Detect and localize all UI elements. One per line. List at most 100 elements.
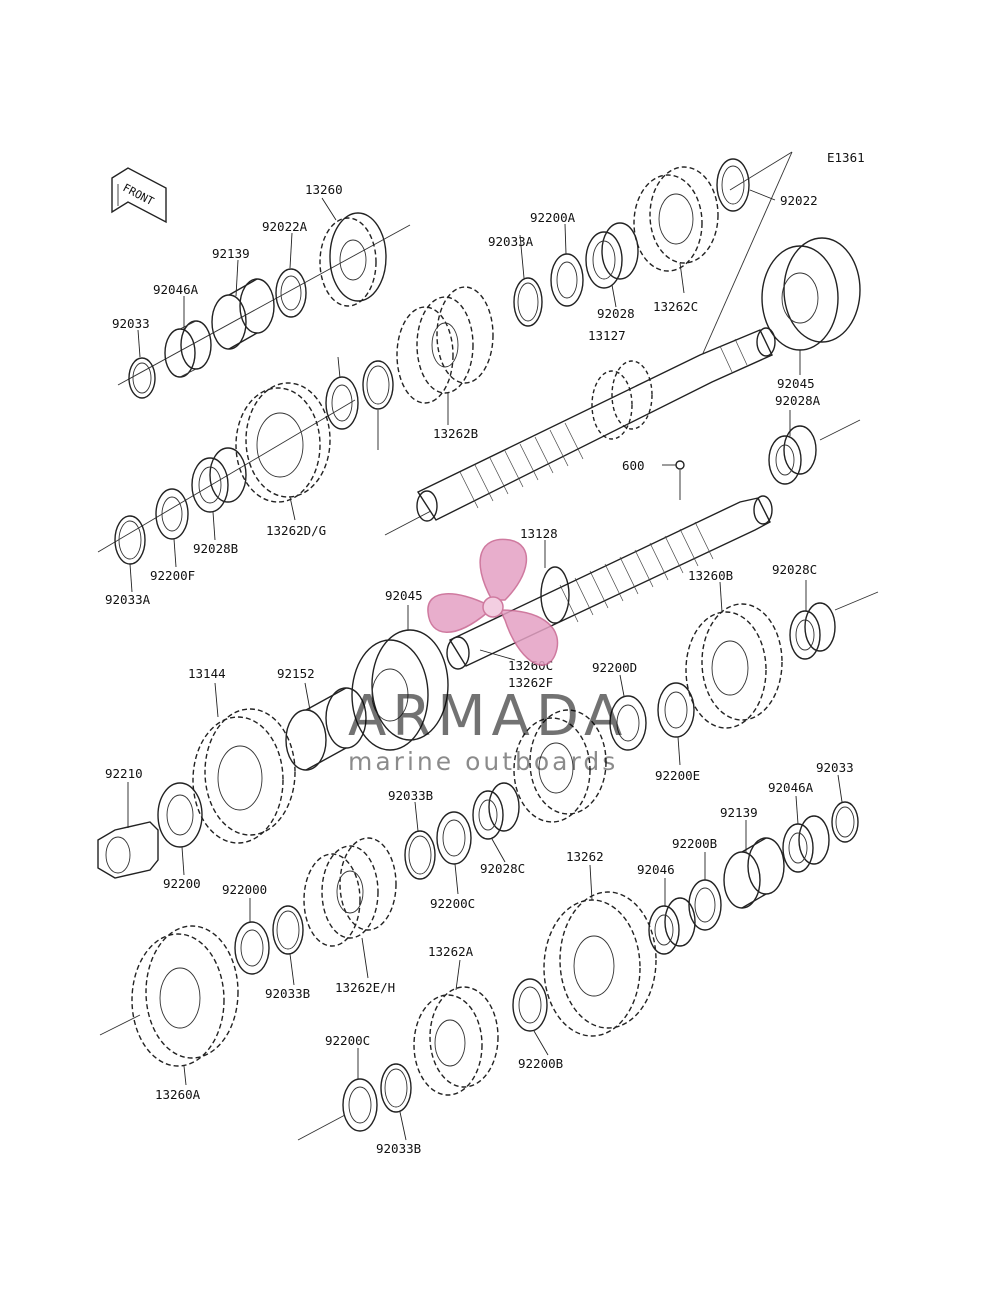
gear-13262B <box>396 286 494 404</box>
washer-922000 <box>234 921 270 975</box>
label-92200E: 92200E <box>655 768 700 783</box>
leader-lines <box>127 189 843 1141</box>
bushing-92028 <box>585 222 639 289</box>
label-13260: 13260 <box>305 182 343 197</box>
label-92200C-upper: 92200C <box>430 896 475 911</box>
gear-13260C-13262F <box>513 709 607 823</box>
gear-13262E-H <box>303 837 397 947</box>
label-13262C: 13262C <box>653 299 698 314</box>
label-92200F: 92200F <box>150 568 195 583</box>
label-92045-lower: 92045 <box>385 588 423 603</box>
washer-92022 <box>716 158 750 212</box>
bolt-600 <box>675 460 685 470</box>
needle-bearing-92028B <box>191 447 247 513</box>
label-92046A: 92046A <box>153 282 199 297</box>
label-13262A: 13262A <box>428 944 474 959</box>
label-92033B-middle: 92033B <box>265 986 310 1001</box>
label-92033A-lower: 92033A <box>105 592 151 607</box>
label-922000: 922000 <box>222 882 267 897</box>
needle-bearing-92046 <box>648 897 696 955</box>
gear-13260 <box>319 212 387 307</box>
diagram-code: E1361 <box>827 150 865 165</box>
label-13144: 13144 <box>188 666 226 681</box>
label-13260B: 13260B <box>688 568 733 583</box>
label-600: 600 <box>622 458 645 473</box>
nut-92210 <box>97 821 159 879</box>
label-92028: 92028 <box>597 306 635 321</box>
label-92200D: 92200D <box>592 660 637 675</box>
watermark-tagline: marine outboards <box>348 747 618 776</box>
label-92028B: 92028B <box>193 541 238 556</box>
label-92022: 92022 <box>780 193 818 208</box>
circlip-92033B-middle <box>272 905 304 955</box>
washer-92200 <box>157 782 203 848</box>
label-13262B: 13262B <box>433 426 478 441</box>
collar-92152 <box>285 687 367 771</box>
label-92033A-upper: 92033A <box>488 234 534 249</box>
label-92200C-lower: 92200C <box>325 1033 370 1048</box>
washer-92200D <box>609 695 647 751</box>
gear-13144 <box>192 708 296 844</box>
label-92200B-right: 92200B <box>672 836 717 851</box>
washer-92200F <box>155 488 189 540</box>
gear-13260A <box>131 925 239 1067</box>
label-92028A: 92028A <box>775 393 821 408</box>
circlip-92033A-upper <box>513 277 543 327</box>
washer-92200A-upper <box>550 253 584 307</box>
label-92033-right: 92033 <box>816 760 854 775</box>
part-labels: 13260 92022A 92139 92046A 92033 92200A 9… <box>105 182 854 1156</box>
label-92200B-lower: 92200B <box>518 1056 563 1071</box>
needle-bearing-92046A-right <box>782 815 830 873</box>
gear-13260B <box>685 603 783 729</box>
watermark: ARMADA marine outboards <box>348 538 628 776</box>
label-92152: 92152 <box>277 666 315 681</box>
label-92139-right: 92139 <box>720 805 758 820</box>
circlip-92033A-middle <box>362 360 394 410</box>
gear-13262C <box>633 166 719 272</box>
label-92028C-upper: 92028C <box>772 562 817 577</box>
ball-bearing-92045-lower <box>351 629 449 751</box>
washer-92200B-right <box>688 879 722 931</box>
washer-92200B-lower <box>512 978 548 1032</box>
label-92200: 92200 <box>163 876 201 891</box>
label-92139: 92139 <box>212 246 250 261</box>
label-13262: 13262 <box>566 849 604 864</box>
circlip-92033B-lower <box>380 1063 412 1113</box>
label-13127: 13127 <box>588 328 626 343</box>
label-13262D-G: 13262D/G <box>266 523 326 538</box>
needle-bearing-92046A <box>164 320 212 378</box>
washer-92200C-lower <box>342 1078 378 1132</box>
bushing-92028A <box>768 425 817 485</box>
label-92200A-upper: 92200A <box>530 210 576 225</box>
washer-92200C-upper <box>436 811 472 865</box>
label-13262F: 13262F <box>508 675 553 690</box>
front-arrow-icon: FRONT <box>111 167 167 224</box>
gear-13262D-G <box>235 382 331 503</box>
collar-92139 <box>211 278 275 350</box>
label-13128: 13128 <box>520 526 558 541</box>
label-92033B-lower: 92033B <box>376 1141 421 1156</box>
washer-92200E <box>657 682 695 738</box>
label-92033: 92033 <box>112 316 150 331</box>
circlip-92033-right <box>831 801 859 843</box>
label-92028C-lower: 92028C <box>480 861 525 876</box>
label-92033B-upper: 92033B <box>388 788 433 803</box>
circlip-92033B-upper <box>404 830 436 880</box>
washer-92022A <box>275 268 307 318</box>
label-92046A-right: 92046A <box>768 780 814 795</box>
needle-bearing-92028C-upper <box>789 602 836 660</box>
propeller-logo-icon <box>427 538 559 666</box>
label-92210: 92210 <box>105 766 143 781</box>
ball-bearing-92045-upper <box>761 237 861 351</box>
label-92022A: 92022A <box>262 219 308 234</box>
needle-bearing-92028C-lower <box>472 782 520 840</box>
watermark-brand: ARMADA <box>348 684 628 749</box>
circlip-92033A-lower <box>114 515 146 565</box>
gear-13262A <box>413 986 499 1096</box>
label-92045-upper: 92045 <box>777 376 815 391</box>
collar-92139-right <box>723 837 785 909</box>
washer-92200A-middle <box>325 376 359 430</box>
label-13262E-H: 13262E/H <box>335 980 395 995</box>
label-13260A: 13260A <box>155 1087 201 1102</box>
